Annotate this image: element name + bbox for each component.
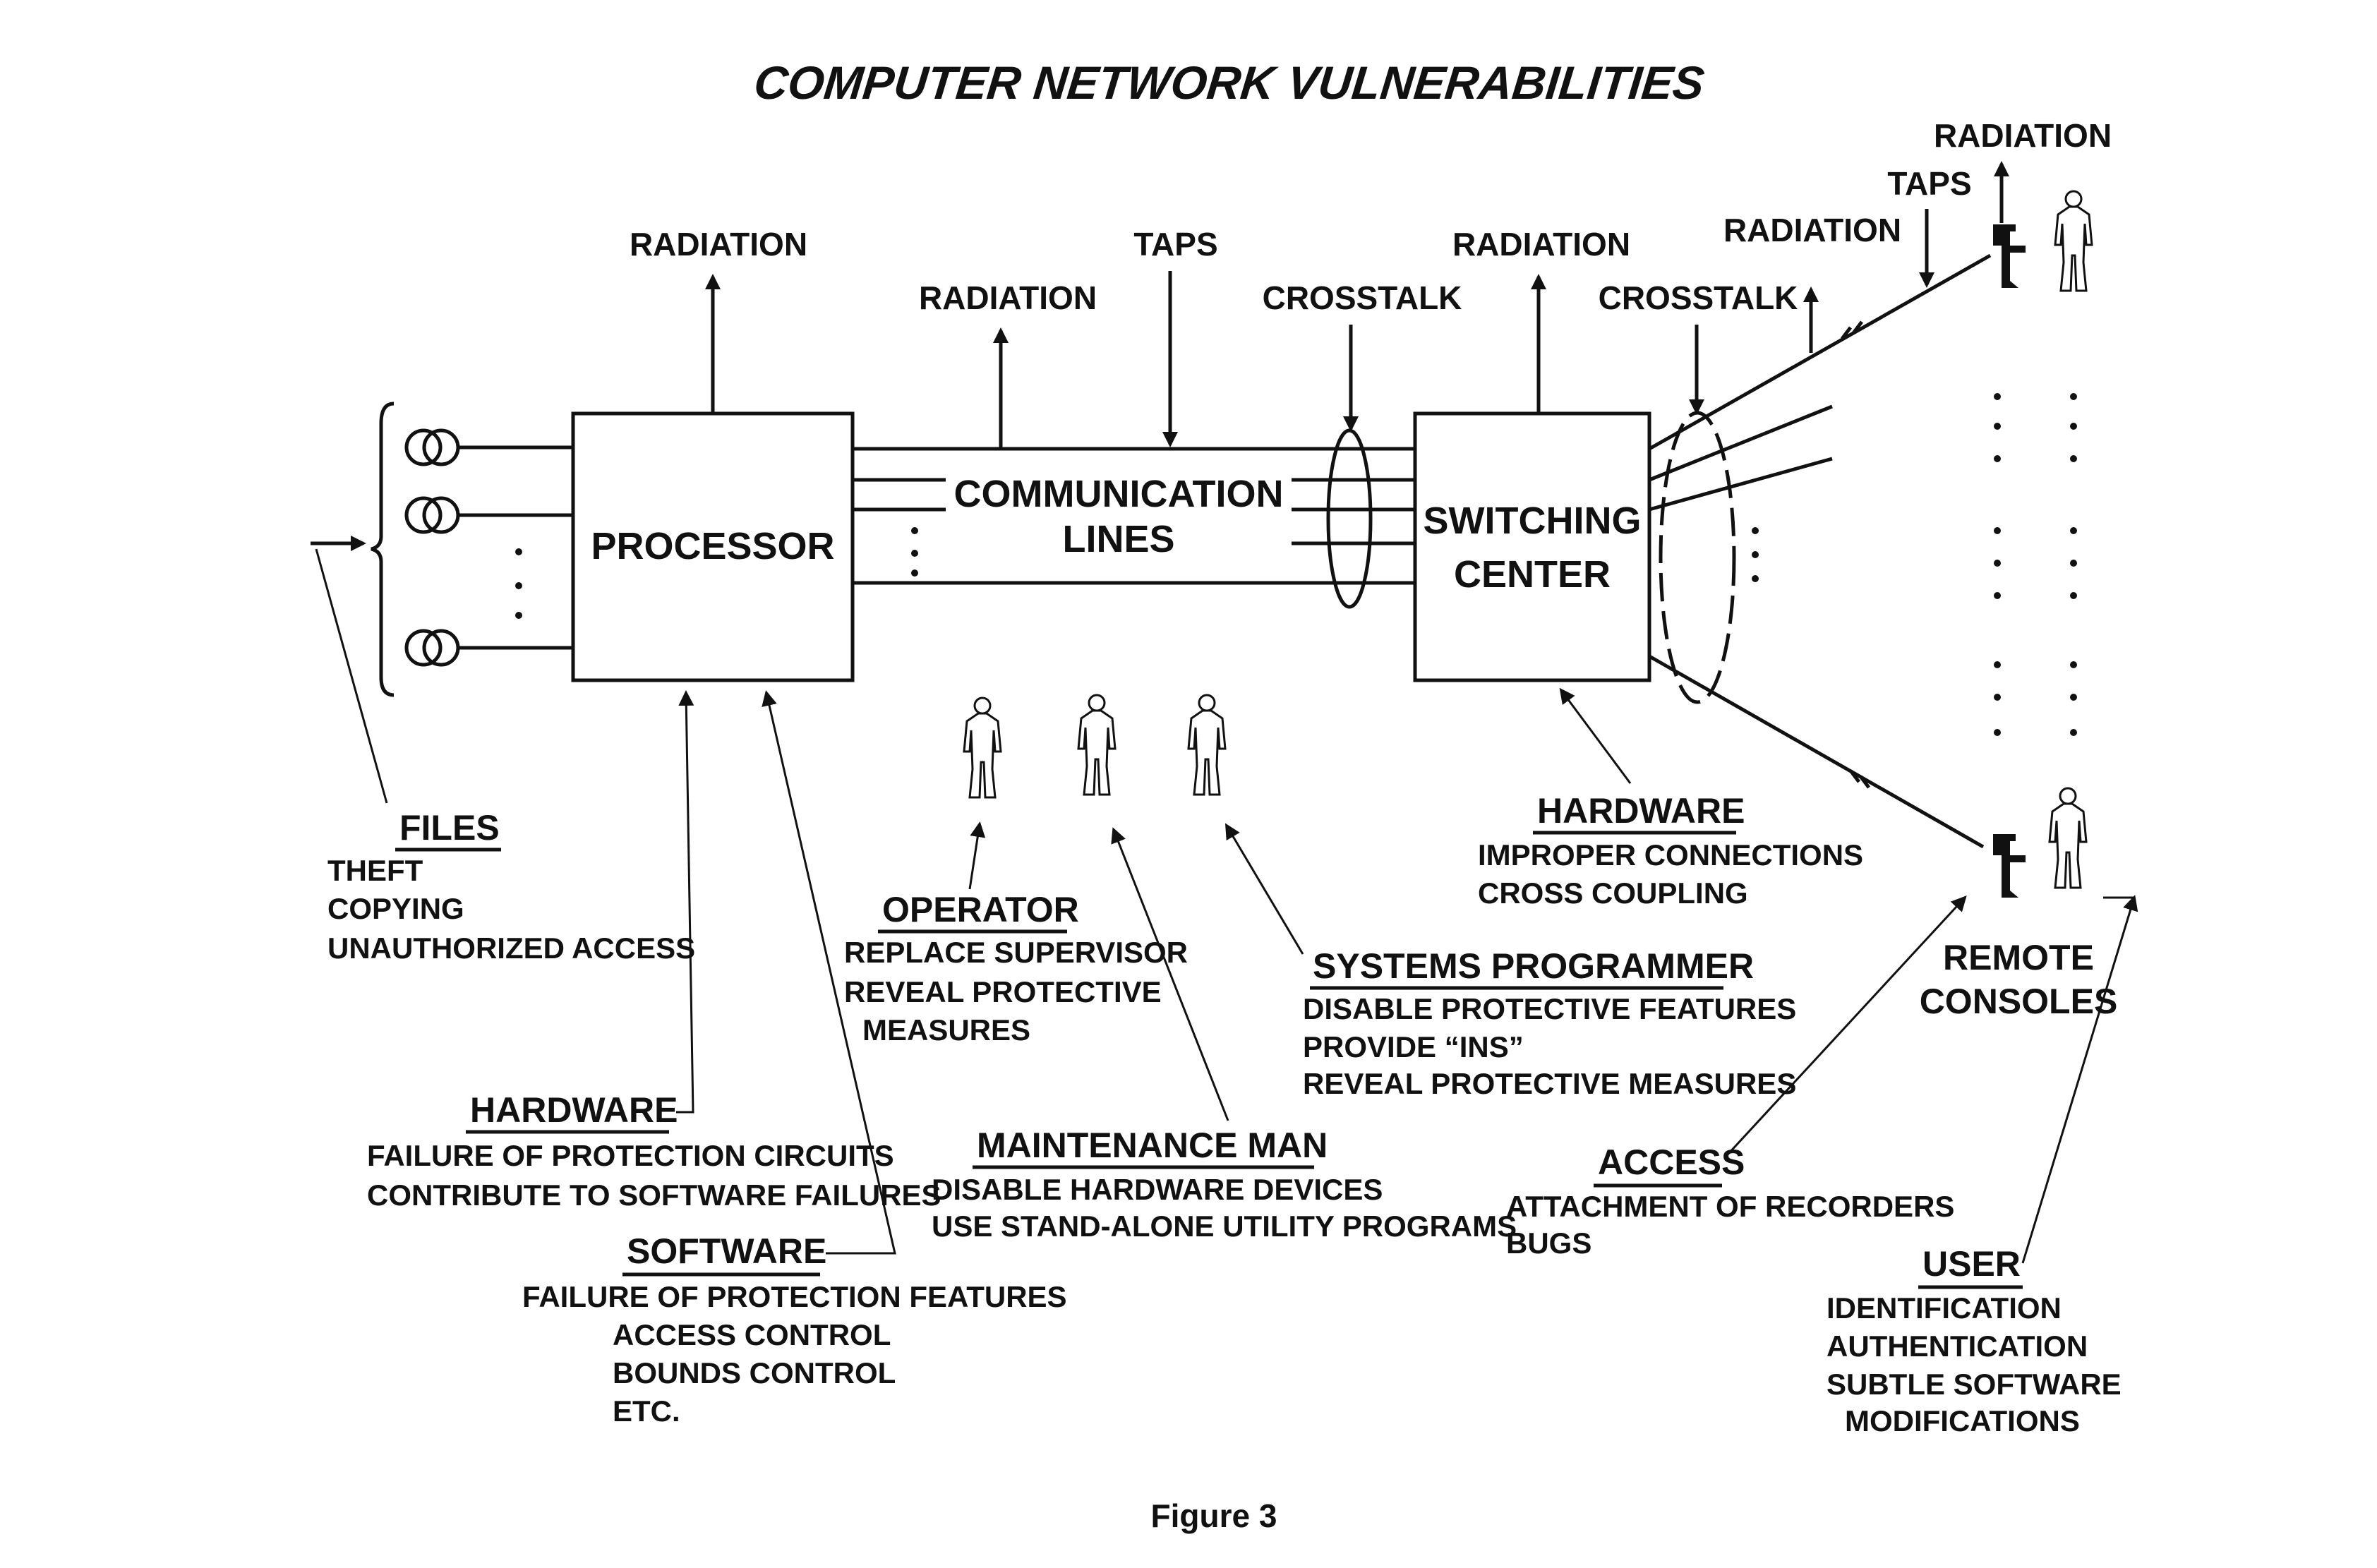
user-item: MODIFICATIONS	[1845, 1404, 2080, 1437]
software-item: ETC.	[613, 1394, 680, 1428]
hardware-processor-group: HARDWARE FAILURE OF PROTECTION CIRCUITS …	[367, 690, 941, 1212]
software-item: FAILURE OF PROTECTION FEATURES	[522, 1280, 1067, 1313]
maintenance-man-item: USE STAND-ALONE UTILITY PROGRAMS	[932, 1210, 1517, 1243]
communication-lines: COMMUNICATION LINES	[853, 428, 1415, 609]
software-item: ACCESS CONTROL	[613, 1318, 891, 1351]
remote-consoles-label: CONSOLES	[1920, 982, 2118, 1021]
radiation-label: RADIATION	[919, 279, 1097, 316]
software-heading: SOFTWARE	[627, 1231, 826, 1271]
user-heading: USER	[1922, 1244, 2021, 1284]
console-terminal-icon	[1993, 834, 2026, 898]
access-group: ACCESS ATTACHMENT OF RECORDERS BUGS	[1506, 895, 1967, 1260]
user-item: SUBTLE SOFTWARE	[1827, 1368, 2122, 1401]
crosstalk-label: CROSSTALK	[1599, 279, 1798, 316]
radiation-label: RADIATION	[1452, 226, 1630, 263]
systems-programmer-item: PROVIDE “INS”	[1303, 1030, 1524, 1063]
user-item: AUTHENTICATION	[1827, 1329, 2088, 1363]
crosstalk-label: CROSSTALK	[1263, 279, 1462, 316]
software-group: SOFTWARE FAILURE OF PROTECTION FEATURES …	[522, 690, 1067, 1428]
radiation-label: RADIATION	[1723, 212, 1901, 248]
hardware-item: IMPROPER CONNECTIONS	[1478, 838, 1863, 872]
switching-center-node: SWITCHING CENTER	[1413, 411, 1651, 682]
threat-labels: RADIATION RADIATION TAPS CROSSTALK RADIA…	[630, 117, 2112, 449]
console-terminal-icon	[1993, 224, 2026, 288]
systems-programmer-item: DISABLE PROTECTIVE FEATURES	[1303, 992, 1796, 1025]
systems-programmer-heading: SYSTEMS PROGRAMMER	[1313, 946, 1754, 986]
access-item: ATTACHMENT OF RECORDERS	[1506, 1190, 1954, 1223]
switching-center-label: CENTER	[1454, 553, 1611, 596]
remote-links	[1648, 253, 1992, 849]
operator-person-icon	[963, 696, 1002, 799]
user-item: IDENTIFICATION	[1827, 1291, 2062, 1325]
maintenance-man-group: MAINTENANCE MAN DISABLE HARDWARE DEVICES…	[932, 827, 1517, 1243]
hardware-heading: HARDWARE	[470, 1090, 678, 1130]
dotted-continuation	[1994, 393, 2077, 736]
radiation-label: RADIATION	[630, 226, 807, 263]
disk-icon	[404, 496, 460, 534]
access-heading: ACCESS	[1598, 1142, 1745, 1182]
remote-consoles-group: REMOTE CONSOLES	[1920, 190, 2118, 1021]
hardware-item: CONTRIBUTE TO SOFTWARE FAILURES	[367, 1178, 941, 1212]
switching-center-label: SWITCHING	[1424, 500, 1642, 542]
radiation-label: RADIATION	[1934, 117, 2112, 154]
disk-icon	[404, 629, 460, 667]
hardware-item: FAILURE OF PROTECTION CIRCUITS	[367, 1139, 894, 1172]
operator-item: REVEAL PROTECTIVE	[844, 975, 1162, 1008]
person-icon	[2054, 190, 2093, 292]
operator-item: REPLACE SUPERVISOR	[844, 936, 1188, 969]
hardware-heading: HARDWARE	[1537, 791, 1745, 831]
files-item: THEFT	[327, 854, 423, 887]
processor-node: PROCESSOR	[571, 411, 855, 682]
access-item: BUGS	[1506, 1226, 1591, 1260]
user-group: USER IDENTIFICATION AUTHENTICATION SUBTL…	[1827, 895, 2138, 1437]
operator-group: OPERATOR REPLACE SUPERVISOR REVEAL PROTE…	[844, 821, 1188, 1047]
taps-label: TAPS	[1133, 226, 1217, 263]
hardware-item: CROSS COUPLING	[1478, 876, 1748, 910]
remote-consoles-label: REMOTE	[1943, 938, 2094, 977]
systems-programmer-item: REVEAL PROTECTIVE MEASURES	[1303, 1067, 1796, 1100]
taps-label: TAPS	[1887, 165, 1971, 202]
operator-heading: OPERATOR	[882, 890, 1079, 929]
programmer-person-icon	[1187, 694, 1227, 796]
personnel-figures	[963, 694, 1227, 799]
file-storage-group	[311, 402, 573, 697]
disk-icon	[404, 428, 460, 466]
figure-caption: Figure 3	[1151, 1497, 1277, 1534]
systems-programmer-group: SYSTEMS PROGRAMMER DISABLE PROTECTIVE FE…	[1224, 823, 1796, 1100]
files-item: UNAUTHORIZED ACCESS	[327, 931, 695, 965]
maintenance-person-icon	[1077, 694, 1117, 796]
processor-label: PROCESSOR	[591, 525, 834, 567]
maintenance-man-item: DISABLE HARDWARE DEVICES	[932, 1173, 1383, 1206]
files-group: FILES THEFT COPYING UNAUTHORIZED ACCESS	[315, 548, 695, 965]
crosstalk-coupling-ring	[1659, 411, 1736, 704]
diagram-title: COMPUTER NETWORK VULNERABILITIES	[752, 57, 1707, 109]
software-item: BOUNDS CONTROL	[613, 1356, 896, 1389]
hardware-switching-group: HARDWARE IMPROPER CONNECTIONS CROSS COUP…	[1478, 687, 1863, 910]
crosstalk-coupling-ring	[1326, 428, 1373, 609]
operator-item: MEASURES	[862, 1013, 1030, 1047]
files-heading: FILES	[399, 808, 500, 848]
communication-lines-label: LINES	[1062, 518, 1174, 560]
communication-lines-label: COMMUNICATION	[954, 473, 1284, 515]
person-icon	[2048, 787, 2088, 889]
files-item: COPYING	[327, 892, 464, 925]
maintenance-man-heading: MAINTENANCE MAN	[977, 1126, 1328, 1165]
